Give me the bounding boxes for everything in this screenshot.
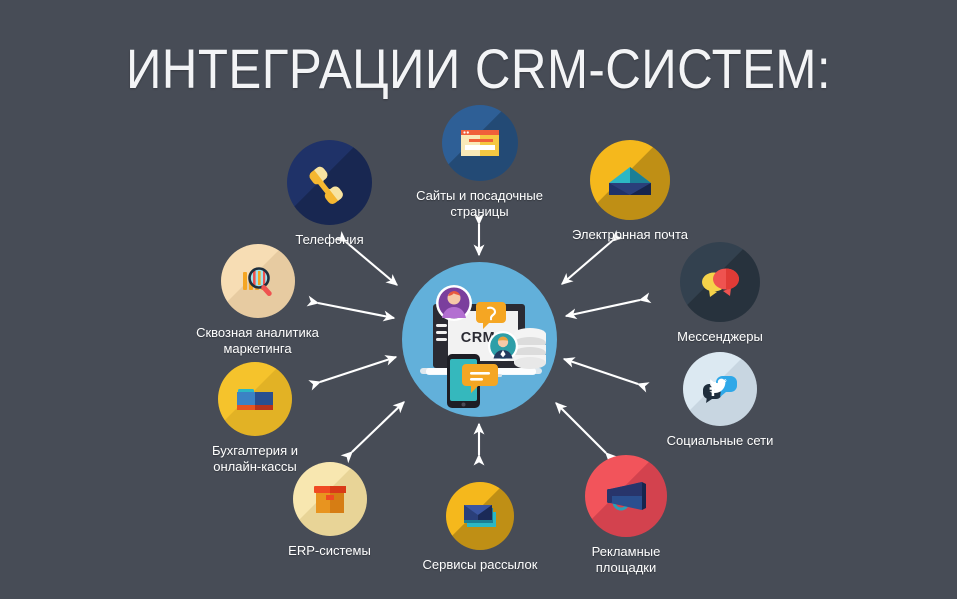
- box-package-icon: [313, 486, 346, 513]
- node-messengers[interactable]: Мессенджеры: [655, 242, 785, 345]
- analytics-disc[interactable]: [220, 244, 295, 318]
- megaphone-icon: [607, 482, 646, 511]
- node-label: ERP-системы: [288, 543, 371, 558]
- node-label: Сайты и посадочные страницы: [416, 188, 543, 219]
- websites-disc[interactable]: [441, 105, 518, 181]
- node-label: Мессенджеры: [677, 329, 763, 344]
- node-email[interactable]: Электронная почта: [560, 140, 700, 243]
- node-social[interactable]: Социальные сети: [655, 352, 785, 449]
- telephony-disc[interactable]: [287, 140, 372, 225]
- node-label: Телефония: [295, 232, 364, 247]
- svg-text:CRM: CRM: [461, 330, 496, 346]
- node-ads[interactable]: Рекламные площадки: [566, 455, 686, 576]
- crm-hub[interactable]: CRM: [402, 262, 557, 417]
- page-title: ИНТЕГРАЦИИ CRM-СИСТЕМ:: [125, 37, 832, 100]
- node-label: Электронная почта: [571, 227, 688, 242]
- node-erp[interactable]: ERP-системы: [272, 462, 387, 559]
- social-disc[interactable]: [683, 352, 757, 426]
- node-label: Бухгалтерия и онлайн-кассы: [212, 443, 298, 474]
- crm-hub-illustration: CRM: [420, 285, 546, 408]
- browser-window-icon: [460, 130, 499, 156]
- node-analytics[interactable]: Сквозная аналитика маркетинга: [185, 244, 330, 357]
- ads-disc[interactable]: [585, 455, 667, 537]
- node-mailing[interactable]: Сервисы рассылок: [410, 482, 550, 573]
- mailing-disc[interactable]: [446, 482, 514, 550]
- node-label: Сервисы рассылок: [422, 557, 538, 572]
- social-bubbles-icon: [703, 376, 737, 403]
- chat-bubbles-icon: [702, 268, 739, 297]
- envelope-icon: [609, 167, 651, 195]
- node-label: Сквозная аналитика маркетинга: [196, 325, 319, 356]
- node-label: Рекламные площадки: [591, 544, 661, 575]
- node-telephony[interactable]: Телефония: [287, 140, 372, 248]
- ledger-book-icon: [237, 389, 273, 410]
- node-accounting[interactable]: Бухгалтерия и онлайн-кассы: [195, 362, 315, 475]
- messengers-disc[interactable]: [680, 242, 760, 322]
- node-label: Социальные сети: [666, 433, 774, 448]
- email-disc[interactable]: [590, 140, 670, 220]
- chart-magnifier-icon: [242, 267, 272, 297]
- phone-handset-icon: [308, 166, 343, 204]
- erp-disc[interactable]: [292, 462, 367, 536]
- node-websites[interactable]: Сайты и посадочные страницы: [402, 105, 557, 220]
- stacked-envelopes-icon: [464, 505, 496, 527]
- accounting-disc[interactable]: [218, 362, 292, 436]
